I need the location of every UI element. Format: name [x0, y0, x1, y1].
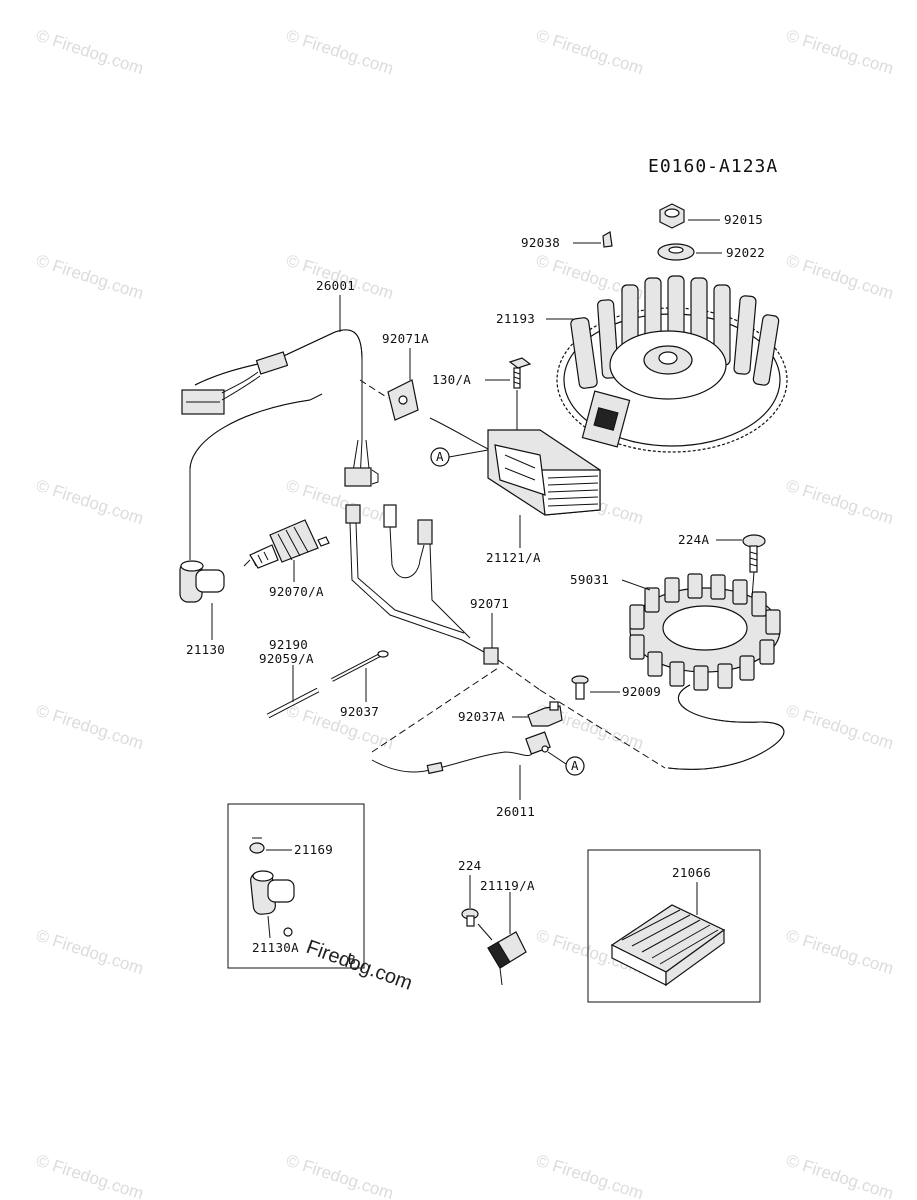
clamp-92071: [483, 647, 499, 665]
bolt-224: [461, 908, 479, 927]
cap-21169: [249, 837, 265, 854]
watermark: © Firedog.com: [284, 476, 396, 529]
marker-a: A: [571, 758, 579, 773]
watermark: © Firedog.com: [34, 251, 146, 304]
callout-92059A: 92059/A: [259, 651, 314, 666]
callout-92022: 92022: [726, 245, 765, 260]
flywheel-21193: [556, 275, 788, 453]
diode-21119A: [477, 923, 527, 986]
plug-cap-21130A: [250, 870, 295, 937]
watermark: © Firedog.com: [534, 1151, 646, 1200]
bolt-224A: [742, 534, 766, 573]
watermark-overlay: Firedog.com: [303, 936, 415, 995]
watermark: © Firedog.com: [284, 1151, 396, 1200]
stator-59031: [629, 573, 785, 770]
key-92038: [602, 231, 613, 248]
regulator-box: [587, 849, 761, 1003]
watermark: © Firedog.com: [534, 26, 646, 79]
callout-224A: 224A: [678, 532, 709, 547]
ground-wire-26011: [371, 731, 551, 775]
watermark: © Firedog.com: [784, 926, 896, 979]
bracket-92037A: [527, 701, 563, 727]
pin-92190: [266, 687, 320, 719]
bolt-130A: [508, 357, 532, 389]
callout-21130A: 21130A: [252, 940, 299, 955]
wire-leads: [345, 504, 471, 641]
watermark: © Firedog.com: [34, 26, 146, 79]
callout-92015: 92015: [724, 212, 763, 227]
callout-26001: 26001: [316, 278, 355, 293]
callout-26011: 26011: [496, 804, 535, 819]
watermark: © Firedog.com: [34, 476, 146, 529]
wire-harness-26001: [181, 329, 379, 487]
nut-92015: [659, 203, 685, 229]
spark-plug-92070A: [243, 519, 330, 569]
callout-59031: 59031: [570, 572, 609, 587]
watermark: © Firedog.com: [34, 701, 146, 754]
washer-92022: [657, 243, 695, 261]
watermark: © Firedog.com: [784, 26, 896, 79]
callout-92037A: 92037A: [458, 709, 505, 724]
callout-21130: 21130: [186, 642, 225, 657]
callout-92009: 92009: [622, 684, 661, 699]
callout-224: 224: [458, 858, 481, 873]
regulator-21066: [610, 904, 726, 987]
watermark: © Firedog.com: [284, 26, 396, 79]
grommet-92071A: [387, 379, 419, 421]
callout-92190: 92190: [269, 637, 308, 652]
callout-92071A: 92071A: [382, 331, 429, 346]
callout-21066: 21066: [672, 865, 711, 880]
callout-21121A: 21121/A: [486, 550, 541, 565]
watermark: © Firedog.com: [784, 701, 896, 754]
ignition-coil-21121A: [429, 417, 601, 516]
callout-92037: 92037: [340, 704, 379, 719]
watermark: © Firedog.com: [34, 926, 146, 979]
callout-21169: 21169: [294, 842, 333, 857]
inset-box: [227, 803, 365, 969]
callout-130A: 130/A: [432, 372, 471, 387]
reference-marker-a: [565, 756, 585, 776]
watermark: © Firedog.com: [784, 251, 896, 304]
callout-21119A: 21119/A: [480, 878, 535, 893]
watermark: © Firedog.com: [34, 1151, 146, 1200]
callout-92070A: 92070/A: [269, 584, 324, 599]
callout-92038: 92038: [521, 235, 560, 250]
callout-92071: 92071: [470, 596, 509, 611]
bolt-92009: [571, 675, 589, 700]
callout-b: B: [348, 952, 356, 967]
watermark: © Firedog.com: [784, 476, 896, 529]
watermark: © Firedog.com: [784, 1151, 896, 1200]
rod-92037: [331, 650, 389, 682]
callout-21193: 21193: [496, 311, 535, 326]
diagram-code: E0160-A123A: [648, 156, 778, 177]
spark-plug-cap-21130: [179, 393, 323, 603]
marker-a: A: [436, 449, 444, 464]
